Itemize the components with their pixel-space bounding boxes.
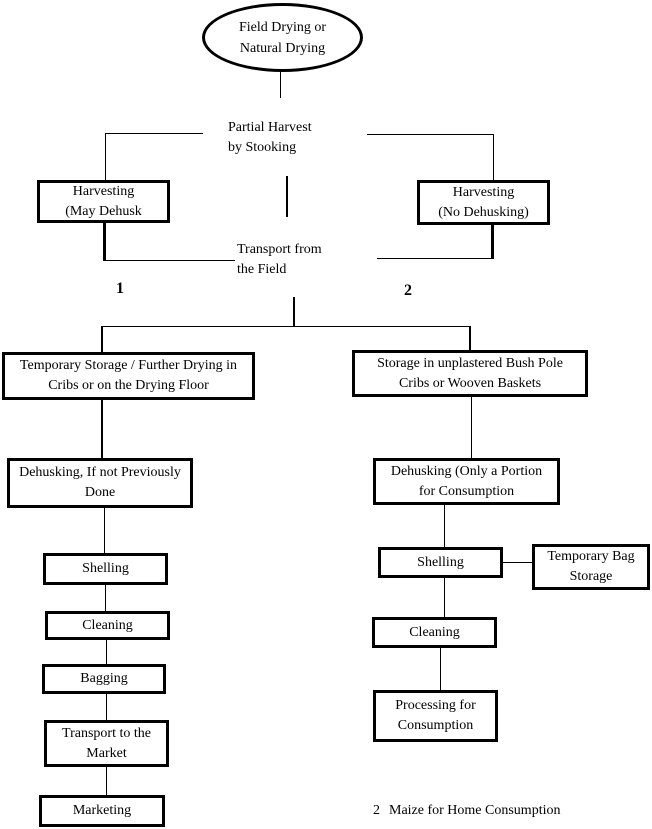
connector-main-split-h <box>102 326 471 327</box>
node-dehusking-right-line2: for Consumption <box>418 483 515 499</box>
node-cleaning-right-line1: Cleaning <box>409 624 460 640</box>
node-dehusking-right-line1: Dehusking (Only a Portion <box>390 463 543 479</box>
node-temporary-storage-line1: Temporary Storage / Further Drying in <box>19 358 238 373</box>
node-field-drying-line1: Field Drying or <box>238 19 327 35</box>
connector-top-right-h <box>367 134 493 135</box>
node-dehusking-left: Dehusking, If not Previously Done <box>7 458 193 508</box>
node-dehusking-left-line1: Dehusking, If not Previously <box>19 465 181 480</box>
connector-drop-left <box>101 326 103 352</box>
connector-right-cleaning-processing <box>440 648 441 690</box>
node-shelling-right: Shelling <box>378 547 503 578</box>
node-harvesting-may-dehusk: Harvesting (May Dehusk <box>37 180 170 223</box>
node-transport-from-field-line1: Transport from <box>237 242 322 257</box>
footnote-text: Maize for Home Consumption <box>389 803 561 818</box>
connector-center-v <box>293 297 295 327</box>
path-label-1: 1 <box>116 280 124 297</box>
connector-mid-dangle <box>286 176 288 217</box>
node-shelling-left: Shelling <box>43 553 168 585</box>
node-temporary-storage: Temporary Storage / Further Drying in Cr… <box>2 352 255 400</box>
connector-right-dehusking-shelling <box>444 505 445 547</box>
node-bagging-line1: Bagging <box>80 671 128 686</box>
connector-harvesting-right-down <box>491 225 494 259</box>
node-transport-to-market-line1: Transport to the <box>62 725 151 741</box>
node-field-drying-line2: Natural Drying <box>239 40 326 56</box>
node-temporary-storage-line2: Cribs or on the Drying Floor <box>48 378 209 393</box>
node-storage-bush-pole-line2: Cribs or Wooven Baskets <box>398 375 542 391</box>
node-transport-to-market: Transport to the Market <box>44 720 169 767</box>
node-processing-line1: Processing for <box>395 698 476 713</box>
connector-top-left-v <box>105 133 106 180</box>
connector-right-storage-dehusking <box>471 397 472 458</box>
node-cleaning-right: Cleaning <box>372 617 497 648</box>
path-label-2: 2 <box>404 282 412 299</box>
connector-left-bagging-transport <box>106 694 107 720</box>
connector-right-shelling-cleaning <box>444 578 445 617</box>
connector-harvesting-left-down <box>103 223 106 261</box>
connector-left-transport-marketing <box>106 767 107 795</box>
node-shelling-left-line1: Shelling <box>82 561 129 576</box>
node-harvesting-may-dehusk-line1: Harvesting <box>72 183 135 199</box>
node-storage-bush-pole-line1: Storage in unplastered Bush Pole <box>377 355 563 371</box>
connector-top-right-v <box>493 134 494 180</box>
connector-shelling-bag-storage-h <box>503 562 532 563</box>
connector-ellipse-down <box>280 72 281 98</box>
connector-harvesting-right-h <box>377 258 493 259</box>
footnote: 2 Maize for Home Consumption <box>373 803 560 819</box>
node-partial-harvest: Partial Harvest by Stooking <box>228 118 312 158</box>
node-dehusking-left-line2: Done <box>84 485 116 500</box>
connector-top-left-h <box>105 133 203 134</box>
node-cleaning-left-line1: Cleaning <box>82 617 133 633</box>
node-harvesting-no-dehusking-line1: Harvesting <box>452 184 515 200</box>
node-temporary-bag-storage-line2: Storage <box>569 569 613 584</box>
footnote-marker: 2 <box>373 803 380 818</box>
node-marketing: Marketing <box>39 795 165 827</box>
node-transport-from-field-line2: the Field <box>237 262 287 277</box>
node-storage-bush-pole: Storage in unplastered Bush Pole Cribs o… <box>352 350 588 397</box>
connector-left-dehusking-shelling <box>104 508 105 553</box>
connector-left-storage-dehusking <box>101 400 103 458</box>
connector-left-shelling-cleaning <box>105 585 106 611</box>
node-processing: Processing for Consumption <box>373 690 498 742</box>
connector-harvesting-left-h <box>104 260 235 261</box>
node-dehusking-right: Dehusking (Only a Portion for Consumptio… <box>373 458 560 505</box>
node-cleaning-left: Cleaning <box>45 611 170 640</box>
node-shelling-right-line1: Shelling <box>417 554 464 570</box>
node-transport-from-field: Transport from the Field <box>237 240 322 280</box>
node-field-drying: Field Drying or Natural Drying <box>202 3 363 72</box>
node-processing-line2: Consumption <box>397 718 474 733</box>
node-temporary-bag-storage: Temporary Bag Storage <box>532 544 650 590</box>
connector-drop-right <box>469 326 471 350</box>
node-bagging: Bagging <box>42 664 166 694</box>
node-harvesting-may-dehusk-line2: (May Dehusk <box>65 203 142 219</box>
node-marketing-line1: Marketing <box>72 803 132 818</box>
connector-left-cleaning-bagging <box>106 640 107 664</box>
node-harvesting-no-dehusking: Harvesting (No Dehusking) <box>417 180 550 225</box>
node-temporary-bag-storage-line1: Temporary Bag <box>547 549 635 564</box>
node-partial-harvest-line1: Partial Harvest <box>228 120 312 135</box>
node-transport-to-market-line2: Market <box>86 745 127 761</box>
node-partial-harvest-line2: by Stooking <box>228 140 297 155</box>
node-harvesting-no-dehusking-line2: (No Dehusking) <box>438 204 529 220</box>
